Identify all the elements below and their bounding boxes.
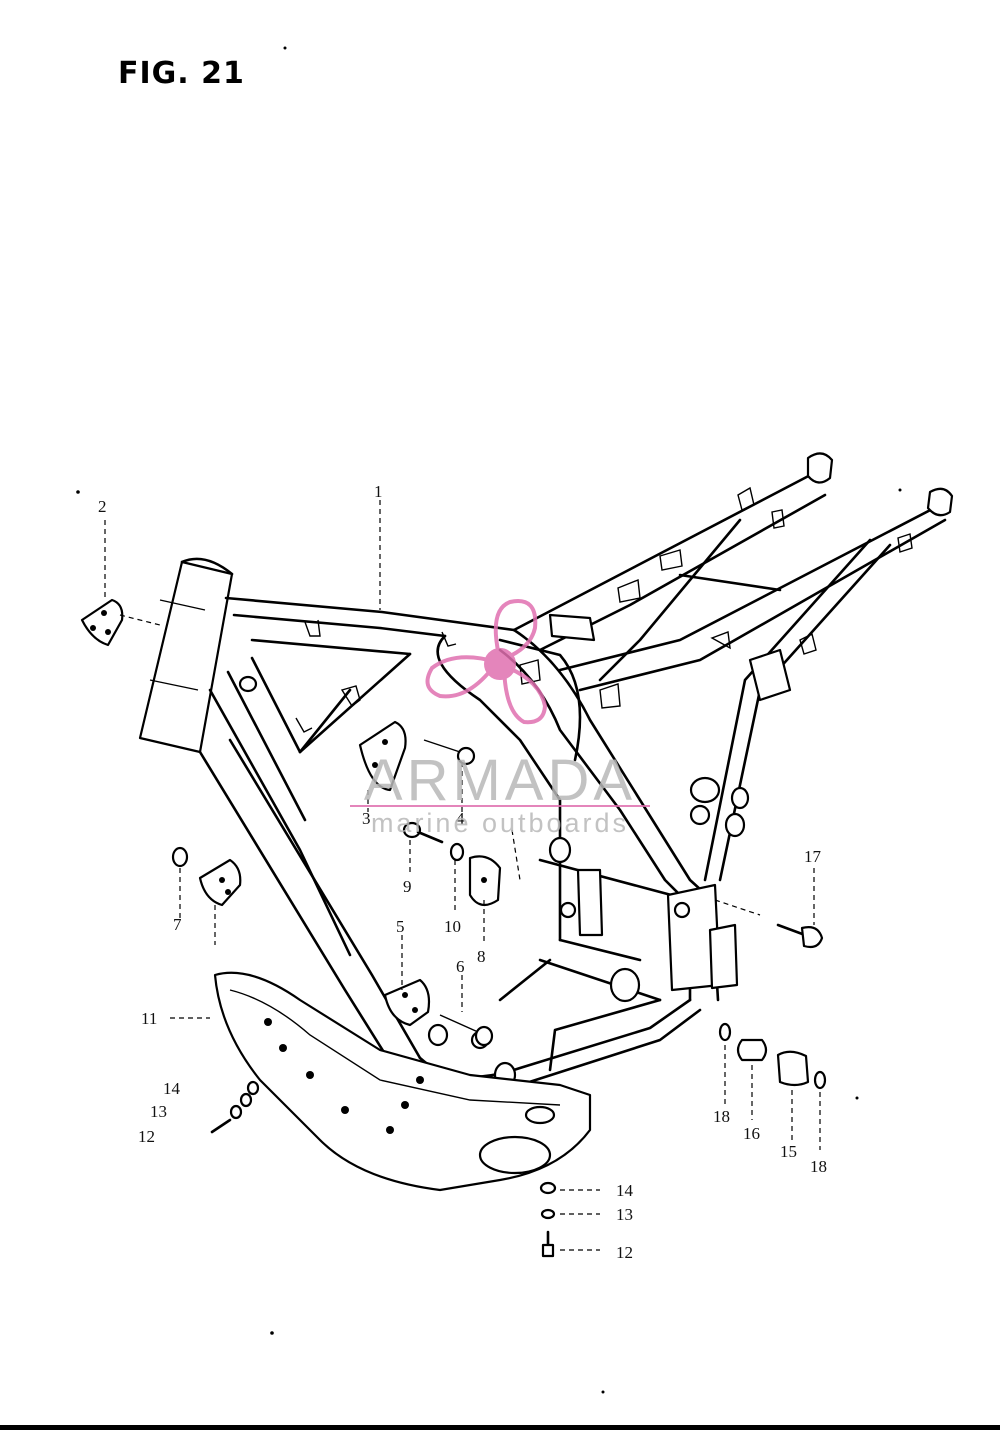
callout-12-left: 12 <box>138 1127 155 1146</box>
callout-17: 17 <box>804 847 822 866</box>
callout-labels: 1 2 3 4 5 6 7 8 9 10 11 12 13 14 14 13 1… <box>98 482 827 1262</box>
callout-12-right: 12 <box>616 1243 633 1262</box>
scan-specks <box>76 46 902 1394</box>
callout-4: 4 <box>456 809 465 828</box>
callout-16: 16 <box>743 1124 760 1143</box>
callout-7: 7 <box>173 915 182 934</box>
callout-18-left: 18 <box>713 1107 730 1126</box>
callout-5: 5 <box>396 917 405 936</box>
callout-9: 9 <box>403 877 412 896</box>
watermark-brand: ARMADA <box>364 748 636 813</box>
callout-3: 3 <box>362 809 371 828</box>
callout-2: 2 <box>98 497 107 516</box>
callout-11: 11 <box>141 1009 157 1028</box>
bottom-rule <box>0 1425 1000 1430</box>
callout-14-left: 14 <box>163 1079 181 1098</box>
figure-title: FIG. 21 <box>118 56 245 91</box>
loose-parts <box>80 598 827 1258</box>
skid-plate <box>213 971 592 1192</box>
propeller-blade-top <box>493 599 538 663</box>
callout-18-right: 18 <box>810 1157 827 1176</box>
propeller-logo <box>425 599 548 725</box>
propeller-hub <box>484 648 516 680</box>
callout-15: 15 <box>780 1142 797 1161</box>
callout-13-left: 13 <box>150 1102 167 1121</box>
leader-lines <box>104 500 821 1251</box>
callout-14-right: 14 <box>616 1181 634 1200</box>
callout-1: 1 <box>374 482 383 501</box>
propeller-blade-right <box>501 663 548 725</box>
propeller-blade-left <box>425 655 501 699</box>
callout-13-right: 13 <box>616 1205 633 1224</box>
callout-8: 8 <box>477 947 486 966</box>
callout-10: 10 <box>444 917 461 936</box>
armada-watermark: ARMADA marine outboards <box>350 599 650 838</box>
callout-6: 6 <box>456 957 465 976</box>
watermark-tagline: marine outboards <box>371 808 629 838</box>
